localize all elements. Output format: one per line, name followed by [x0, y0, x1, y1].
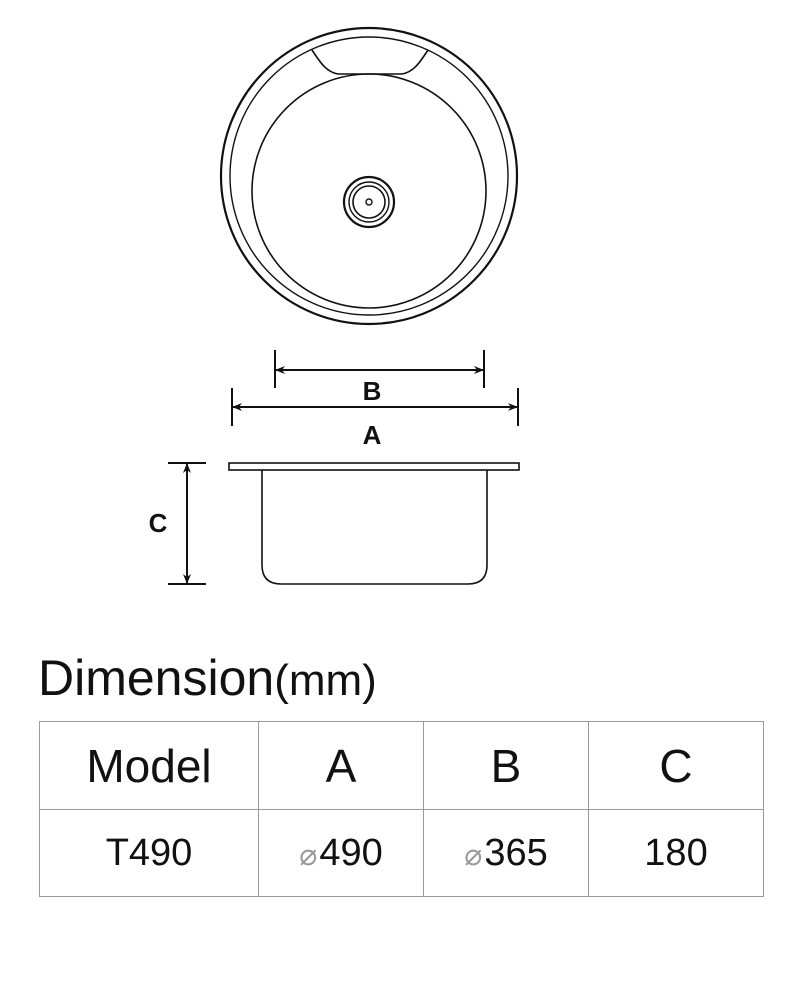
dimension-a	[231, 388, 519, 426]
header-b: B	[423, 721, 589, 810]
drain-middle	[348, 181, 390, 223]
header-a: A	[258, 721, 424, 810]
dimension-a-label: A	[363, 420, 382, 450]
table-header-row: Model A B C	[39, 721, 764, 810]
drain-inner	[352, 185, 386, 219]
dimension-title: Dimension(mm)	[38, 648, 377, 711]
sink-top-view	[219, 26, 519, 326]
header-c: C	[588, 721, 764, 810]
diameter-icon: ⌀	[299, 838, 318, 872]
dimension-b	[274, 350, 485, 388]
drain-center	[365, 198, 373, 206]
cell-a: ⌀490	[258, 809, 424, 897]
cell-model: T490	[39, 809, 259, 897]
header-model: Model	[39, 721, 259, 810]
dimension-c	[168, 462, 206, 585]
diameter-icon: ⌀	[464, 838, 483, 872]
sink-flange	[228, 462, 520, 471]
dimension-c-label: C	[149, 508, 168, 538]
sink-side-view	[228, 462, 520, 585]
bowl-edge	[251, 73, 487, 309]
cell-b-value: 365	[484, 831, 548, 874]
cell-b: ⌀365	[423, 809, 589, 897]
sink-bowl-profile	[261, 470, 488, 585]
overflow-slot	[311, 49, 429, 75]
dimension-table: Model A B C T490 ⌀490 ⌀365 180	[39, 721, 764, 897]
cell-c: 180	[588, 809, 764, 897]
title-unit: (mm)	[274, 656, 377, 705]
dimension-b-label: B	[363, 376, 382, 406]
outer-rim	[219, 26, 519, 326]
cell-a-value: 490	[319, 831, 383, 874]
inner-rim	[229, 36, 509, 316]
sink-technical-drawing: B A C	[149, 26, 520, 585]
drain-outer	[342, 175, 396, 229]
title-main: Dimension	[38, 650, 275, 706]
table-row: T490 ⌀490 ⌀365 180	[39, 809, 764, 897]
